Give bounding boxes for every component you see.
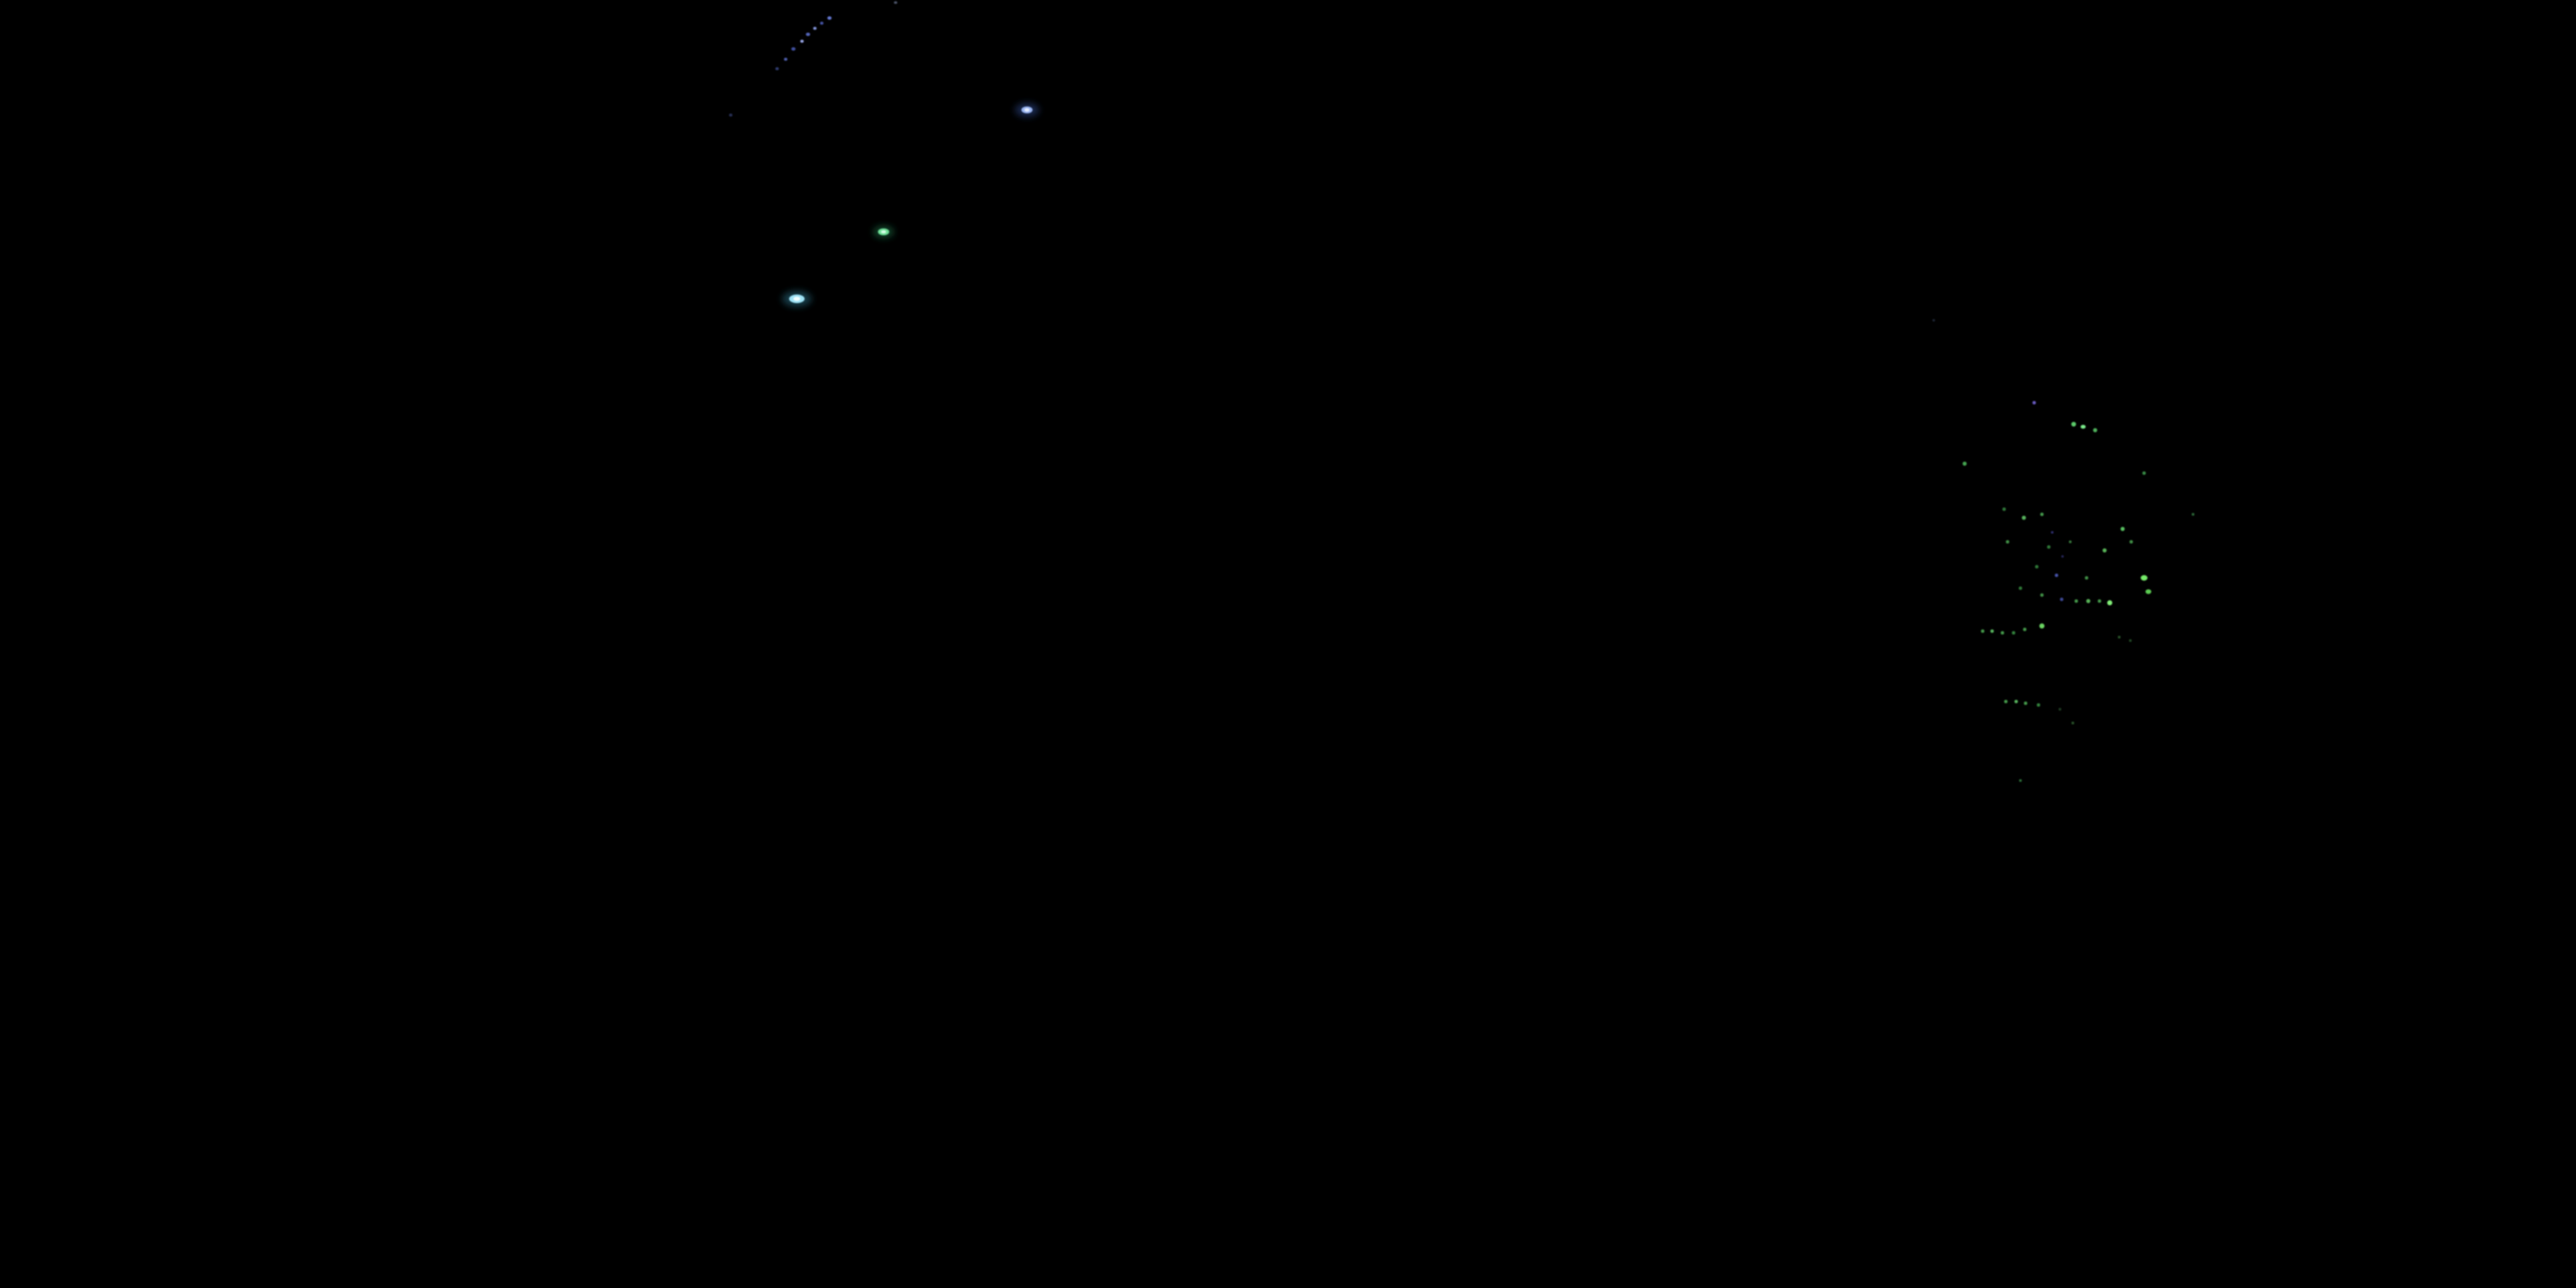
light-speck bbox=[805, 33, 811, 36]
light-speck bbox=[2093, 428, 2098, 433]
light-speck bbox=[2006, 540, 2009, 544]
light-speck bbox=[2019, 779, 2022, 782]
light-speck bbox=[1981, 629, 1984, 633]
light-speck bbox=[2032, 401, 2036, 404]
light-speck bbox=[827, 16, 832, 20]
light-speck bbox=[2107, 600, 2112, 605]
light-speck bbox=[775, 67, 779, 70]
light-speck bbox=[2081, 424, 2086, 429]
light-speck bbox=[1932, 319, 1935, 322]
light-speck bbox=[2129, 639, 2132, 642]
light-speck bbox=[2004, 700, 2008, 703]
light-speck bbox=[2040, 593, 2044, 597]
light-speck bbox=[2191, 513, 2195, 516]
light-speck bbox=[2040, 513, 2044, 516]
light-speck bbox=[894, 1, 897, 4]
blue-blob-center bbox=[1024, 108, 1030, 112]
light-speck bbox=[2117, 635, 2121, 639]
light-speck bbox=[2071, 721, 2075, 725]
light-speck bbox=[2019, 586, 2022, 590]
light-speck bbox=[2085, 576, 2088, 580]
light-speck bbox=[2061, 555, 2064, 558]
light-speck bbox=[820, 21, 823, 25]
light-speck bbox=[2039, 623, 2044, 629]
light-speck bbox=[2145, 589, 2152, 594]
light-speck bbox=[2035, 565, 2038, 568]
light-speck bbox=[729, 113, 732, 117]
light-speck bbox=[2069, 540, 2072, 544]
light-speck bbox=[2141, 574, 2148, 581]
light-speck bbox=[2055, 574, 2058, 577]
light-speck bbox=[2023, 628, 2026, 631]
light-speck bbox=[2037, 703, 2040, 707]
light-speck bbox=[2060, 598, 2063, 601]
light-speck bbox=[2047, 545, 2050, 549]
light-speck bbox=[2142, 471, 2146, 475]
light-speck bbox=[2001, 631, 2004, 635]
light-speck bbox=[2021, 515, 2026, 520]
green-blob-center bbox=[881, 230, 886, 234]
light-speck bbox=[1962, 461, 1967, 466]
light-speck bbox=[2098, 599, 2101, 603]
light-speck bbox=[2002, 507, 2006, 511]
light-speck bbox=[1990, 629, 1994, 633]
light-speck bbox=[2024, 702, 2027, 705]
light-speck bbox=[791, 47, 796, 51]
light-speck bbox=[2050, 531, 2054, 534]
specks-group bbox=[729, 1, 2195, 782]
light-speck bbox=[813, 27, 817, 30]
light-speck bbox=[2120, 526, 2125, 532]
light-speck bbox=[2014, 700, 2018, 703]
light-speck bbox=[2102, 548, 2107, 553]
light-speck bbox=[784, 58, 787, 61]
light-speck bbox=[2086, 598, 2091, 604]
light-speck bbox=[2012, 631, 2015, 635]
light-speck bbox=[2071, 422, 2076, 427]
light-speck bbox=[2058, 708, 2062, 711]
light-speck bbox=[800, 39, 804, 43]
light-speck bbox=[2075, 599, 2078, 603]
light-speck bbox=[2129, 540, 2133, 544]
cyan-blob-center bbox=[793, 296, 800, 301]
